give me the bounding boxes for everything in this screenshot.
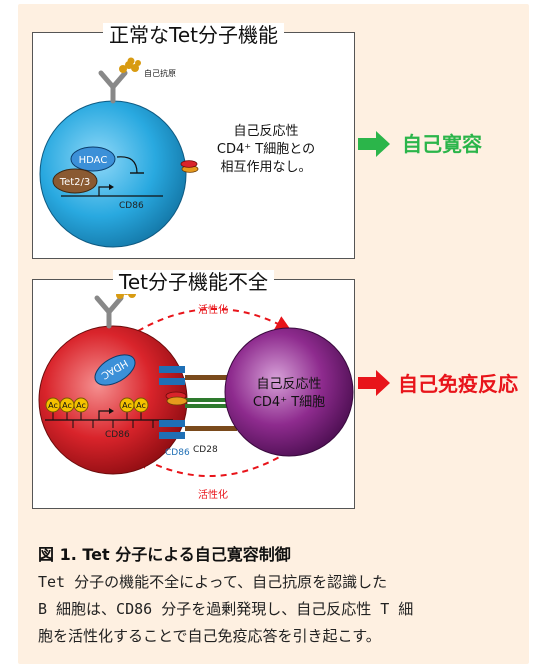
cd86-surface-molecule-icon	[180, 160, 199, 173]
hdac-oval	[70, 146, 116, 172]
tet-dysfunction-panel: Tet分子機能不全 活性化 活性化	[32, 270, 355, 509]
activation-arc-top	[137, 308, 292, 332]
tcell-text-line-2: CD4⁺ T細胞との	[217, 142, 315, 157]
self-antigen-label: 自己抗原	[144, 68, 176, 78]
tet-label: Tet2/3	[59, 177, 91, 188]
autoreactive-t-cell	[224, 327, 354, 457]
tolerance-arrow-icon	[358, 131, 390, 157]
tcell-text-line-1: 自己反応性	[256, 377, 321, 392]
cd86-molecules	[159, 366, 185, 439]
acetyl-mark	[73, 397, 89, 413]
caption-line: Tet 分子の機能不全によって、自己抗原を認識した	[38, 573, 388, 591]
self-tolerance-label: 自己寛容	[402, 132, 482, 156]
svg-text:Ac: Ac	[76, 401, 86, 410]
activation-label-bottom: 活性化	[198, 488, 228, 501]
promoter-arrow-icon	[98, 410, 109, 420]
hdac-label: HDAC	[79, 155, 108, 166]
bcr-antibody-icon	[98, 70, 128, 104]
cd28-label: CD28	[193, 445, 218, 455]
activation-arc-bottom	[134, 451, 289, 478]
caption-line: B 細胞は、CD86 分子を過剰発現し、自己反応性 T 細	[38, 600, 414, 618]
cd86-gene-label: CD86	[119, 201, 144, 211]
bcr-antibody-icon	[94, 295, 124, 329]
tcr-complex-icon	[165, 391, 237, 408]
tcell-text-line-1: 自己反応性	[233, 124, 298, 139]
acetyl-marks: Ac Ac Ac Ac Ac	[45, 397, 149, 413]
autoimmune-arrow-icon	[358, 370, 390, 396]
svg-text:Ac: Ac	[62, 401, 72, 410]
normal-tet-panel: 正常なTet分子機能 自己抗原 HDAC Tet	[32, 23, 355, 259]
tcell-text-line-2: CD4⁺ T細胞	[253, 395, 325, 410]
autoimmune-reaction-label: 自己免疫反応	[398, 372, 518, 396]
caption-line: 胞を活性化することで自己免疫応答を引き起こす。	[38, 627, 381, 645]
tet-dysfunction-diagram: 活性化 活性化 HDAC Ac	[38, 283, 354, 501]
svg-text:Ac: Ac	[48, 401, 58, 410]
cd86-gene-label: CD86	[105, 430, 130, 440]
svg-text:Ac: Ac	[136, 401, 146, 410]
tet-oval	[52, 168, 98, 194]
self-antigen-icon	[119, 57, 141, 73]
normal-tet-title: 正常なTet分子機能	[103, 23, 284, 47]
tcell-text-line-3: 相互作用なし。	[220, 160, 311, 175]
cd86-label: CD86	[165, 448, 190, 458]
cd28-molecules	[185, 375, 237, 431]
figure-caption-body: Tet 分子の機能不全によって、自己抗原を認識した B 細胞は、CD86 分子を…	[38, 569, 504, 650]
activation-label-top: 活性化	[198, 303, 228, 316]
promoter-arrow-icon	[98, 186, 109, 196]
acetyl-mark	[133, 397, 149, 413]
hdac-oval: HDAC	[94, 354, 136, 386]
svg-text:Ac: Ac	[122, 401, 132, 410]
figure-caption-title: 図 1. Tet 分子による自己寛容制御	[38, 545, 291, 564]
hdac-inhibition-line	[116, 156, 138, 174]
tet-dysfunction-title: Tet分子機能不全	[113, 270, 274, 294]
normal-tet-diagram: 自己抗原 HDAC Tet2/3 CD86 自己反応性 CD4⁺ T細胞との 相…	[39, 57, 315, 248]
